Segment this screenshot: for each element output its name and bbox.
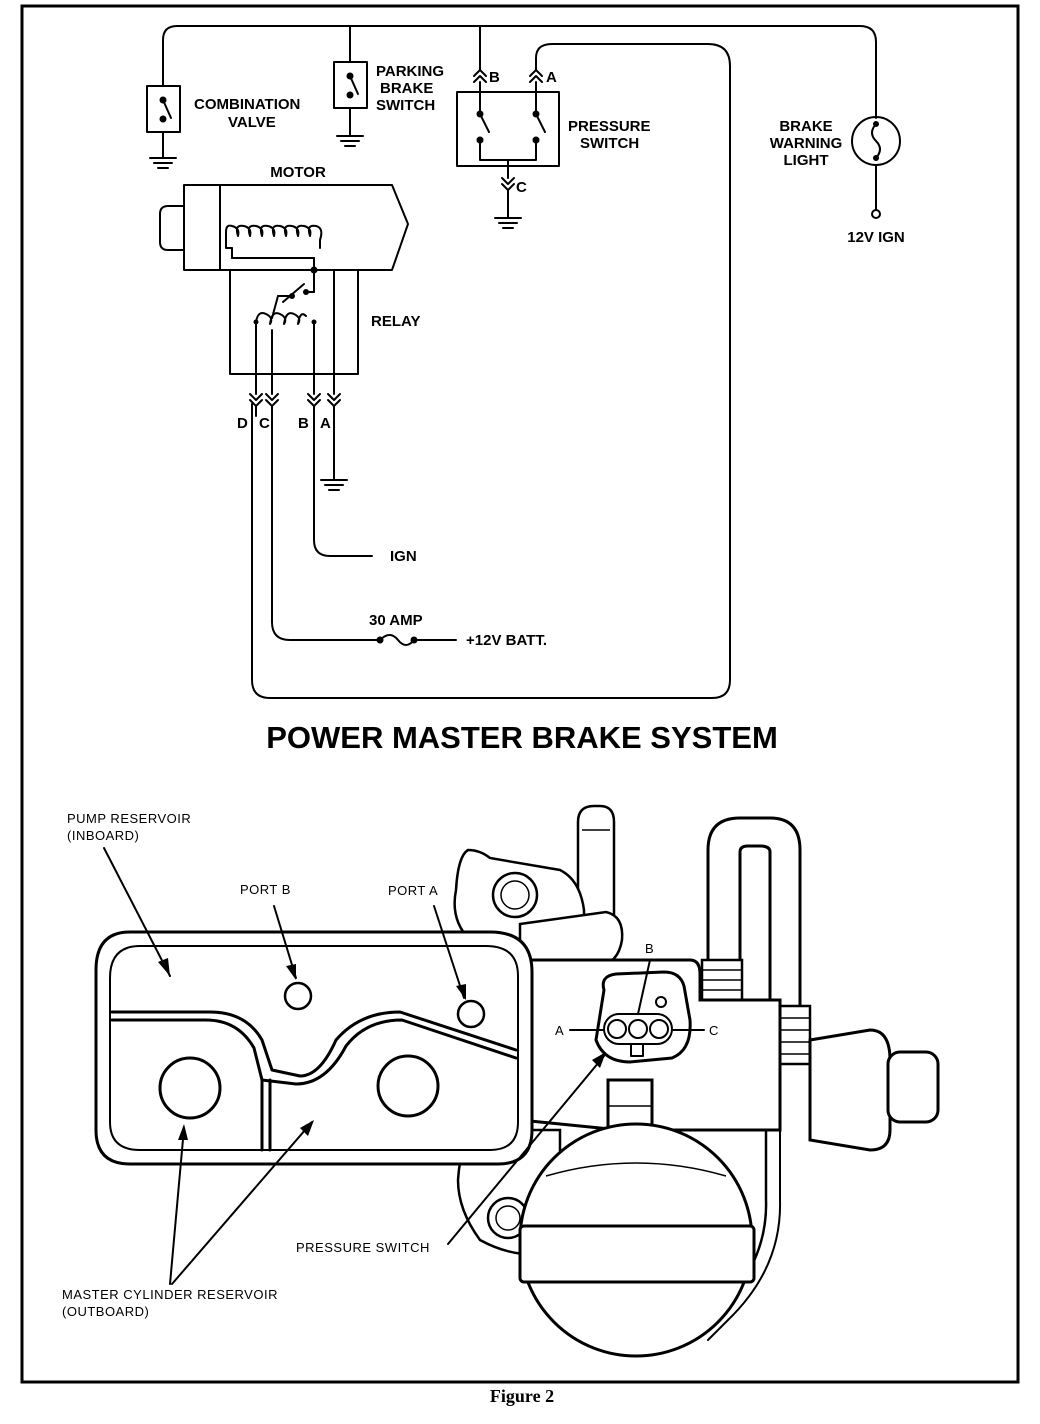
- booster-housing: [808, 1028, 892, 1152]
- parking-brake-label-3: SWITCH: [376, 97, 435, 114]
- tube-fitting-left: [700, 958, 744, 1004]
- relay-label: RELAY: [371, 313, 420, 330]
- page-border: [20, 4, 1020, 1384]
- fuse-label: 30 AMP: [369, 612, 423, 629]
- pin-a-label: A: [555, 1023, 564, 1038]
- motor-symbol: [159, 184, 409, 274]
- wiring-schematic: COMBINATION VALVE PARKING BRAKE SWITCH: [146, 25, 905, 699]
- pin-c-label: C: [709, 1023, 719, 1038]
- pressure-terminal-a: A: [546, 69, 557, 86]
- warning-light-label-1: BRAKE: [779, 118, 832, 135]
- relay-terminal-b: B: [298, 415, 309, 432]
- relay-terminal-a: A: [320, 415, 331, 432]
- accumulator-band: [518, 1224, 756, 1284]
- port-a-label: PORT A: [388, 883, 438, 898]
- port-b-hole: [283, 981, 313, 1011]
- pressure-switch-leader: [447, 1055, 605, 1245]
- motor-label: MOTOR: [270, 164, 326, 181]
- pressure-switch-label-1: PRESSURE: [568, 118, 651, 135]
- diagram-title: POWER MASTER BRAKE SYSTEM: [266, 720, 778, 755]
- pressure-switch-symbol: [251, 43, 731, 699]
- port-a-leader: [433, 905, 465, 999]
- combination-valve-switch: [146, 85, 181, 169]
- master-cylinder-illustration: PUMP RESERVOIR (INBOARD) PORT B PORT A B…: [62, 804, 940, 1358]
- battery-label: +12V BATT.: [466, 632, 547, 649]
- warning-light-label-3: LIGHT: [784, 152, 829, 169]
- pressure-switch-label: PRESSURE SWITCH: [296, 1240, 430, 1255]
- pump-reservoir-label-1: PUMP RESERVOIR: [67, 811, 191, 826]
- pressure-terminal-b: B: [489, 69, 500, 86]
- master-cylinder-label-1: MASTER CYLINDER RESERVOIR: [62, 1287, 278, 1302]
- ign-label: IGN: [390, 548, 417, 565]
- warning-bus-wire: [162, 25, 877, 119]
- pressure-terminal-c: C: [516, 179, 527, 196]
- master-cylinder-leader-left: [169, 1127, 185, 1285]
- brake-warning-lamp: [851, 116, 901, 219]
- outlet-right: [376, 1054, 440, 1118]
- pump-reservoir-leader: [103, 847, 171, 977]
- port-b-label: PORT B: [240, 882, 291, 897]
- relay-terminal-d: D: [237, 415, 248, 432]
- pin-b-label: B: [645, 941, 654, 956]
- pump-reservoir-label-2: (INBOARD): [67, 828, 139, 843]
- vent-pipe-left: [576, 804, 616, 942]
- figure-caption: Figure 2: [490, 1386, 554, 1406]
- reservoir-housing: [94, 930, 534, 1166]
- port-a-hole: [456, 999, 486, 1029]
- outlet-left: [158, 1056, 222, 1120]
- pushrod-boss: [886, 1050, 940, 1124]
- pressure-switch-label-2: SWITCH: [580, 135, 639, 152]
- relay-terminal-c: C: [259, 415, 270, 432]
- ign-12v-label: 12V IGN: [847, 229, 905, 246]
- parking-brake-label-1: PARKING: [376, 63, 444, 80]
- combination-valve-label-1: COMBINATION: [194, 96, 300, 113]
- parking-brake-label-2: BRAKE: [380, 80, 433, 97]
- warning-light-label-2: WARNING: [770, 135, 843, 152]
- master-cylinder-label-2: (OUTBOARD): [62, 1304, 149, 1319]
- combination-valve-label-2: VALVE: [228, 114, 276, 131]
- parking-brake-switch: [333, 61, 368, 147]
- master-cylinder-leader-right: [171, 1121, 313, 1285]
- relay-connector: [249, 393, 457, 646]
- relay-symbol: [229, 257, 359, 395]
